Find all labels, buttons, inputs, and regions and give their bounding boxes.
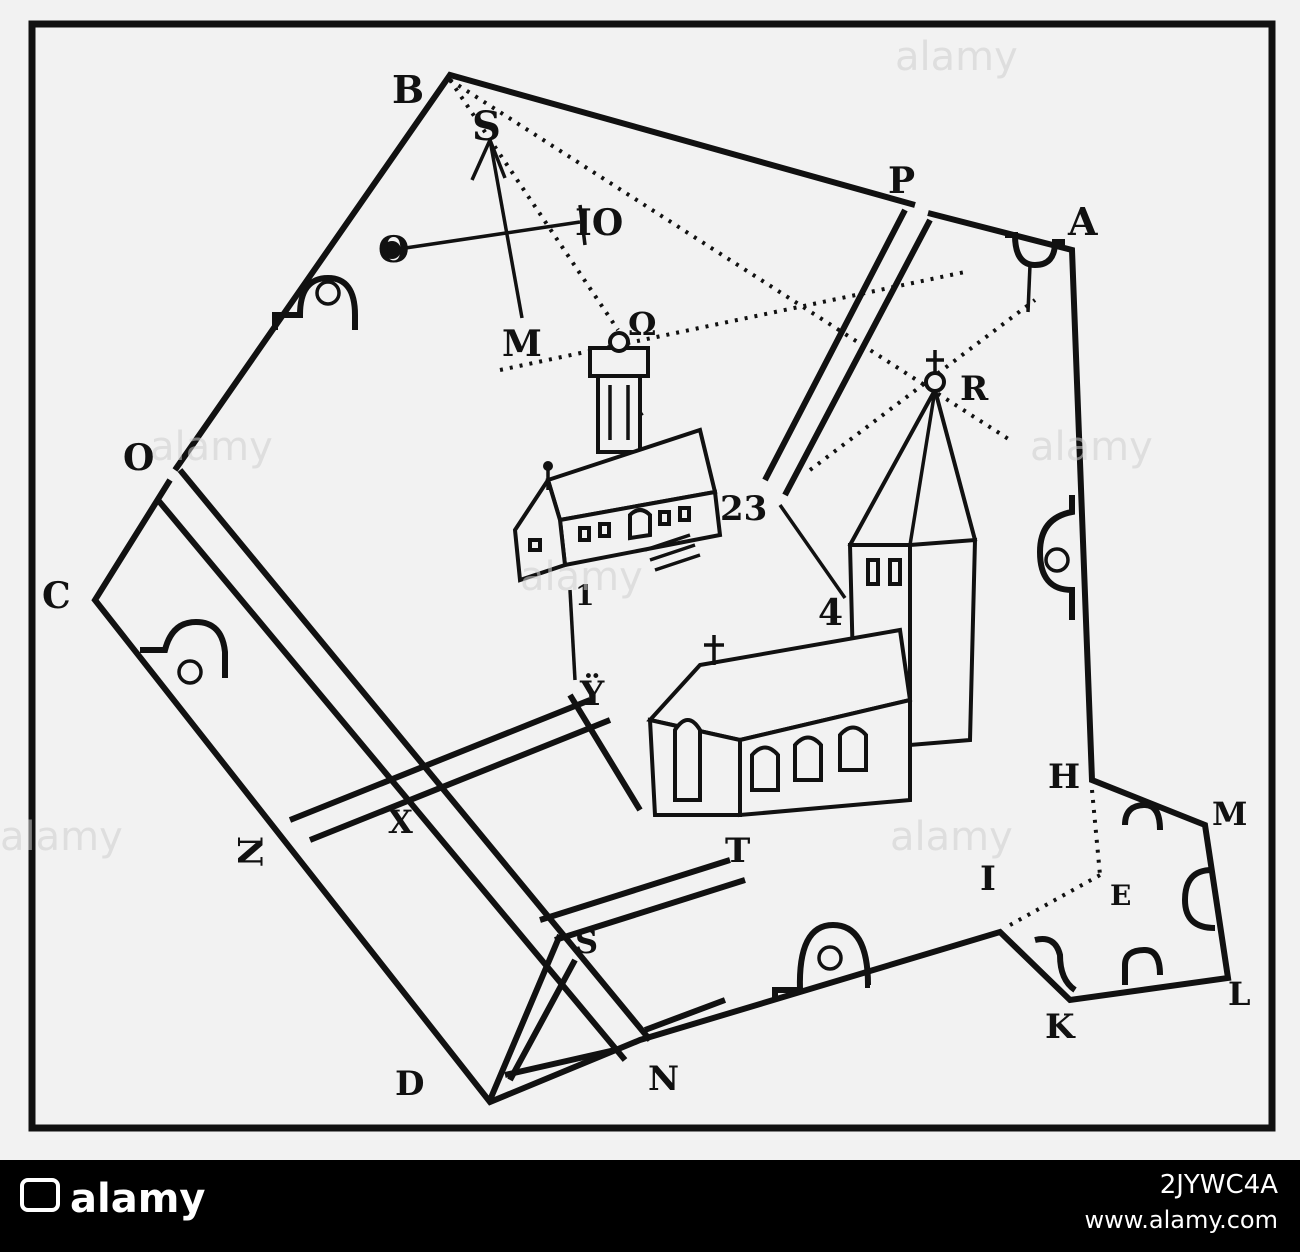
label-n-bottom: N [648, 1059, 679, 1099]
label-io: IO [575, 202, 623, 244]
fountain-icon [1034, 936, 1077, 993]
label-c: C [42, 575, 71, 617]
image-id: 2JYWC4A [1160, 1170, 1278, 1200]
fountain-icon [772, 921, 871, 1000]
label-m-top: M [502, 323, 542, 365]
compass-rose-icon [383, 139, 587, 319]
hall-building [512, 427, 723, 583]
church-icon [646, 350, 978, 818]
fountain-icon [1036, 495, 1075, 620]
label-d: D [395, 1064, 424, 1104]
label-23: 23 [720, 489, 767, 529]
fountain-icon [1181, 867, 1216, 931]
site-url: www.alamy.com [1085, 1206, 1278, 1234]
label-t: T [725, 831, 750, 871]
label-m-right: M [1212, 795, 1247, 833]
label-a: A [1067, 199, 1098, 244]
enclosure-wall [91, 71, 1232, 1106]
watermark-text: alamy [890, 814, 1013, 860]
label-p: P [888, 160, 915, 202]
label-omega: Ω [628, 305, 656, 343]
label-o-left: O [378, 229, 409, 271]
watermarks: alamy alamy alamy alamy alamy alamy [0, 34, 1153, 860]
fountain-icon [1122, 801, 1163, 831]
watermark-text: alamy [895, 34, 1018, 80]
label-i: I [980, 859, 996, 899]
watermark-text: alamy [1030, 424, 1153, 470]
streets [155, 208, 933, 1102]
watermark-text: alamy [0, 814, 123, 860]
label-y: Ÿ [579, 673, 605, 714]
label-x: X [388, 803, 413, 841]
fountain-icon [1122, 946, 1163, 985]
watermark-text: alamy [520, 554, 643, 600]
map-labels: B S P A O IO M Ω R O C 23 1 4 Ÿ H M X N … [42, 67, 1251, 1104]
outer-frame [28, 20, 1276, 1132]
label-1: 1 [575, 579, 594, 612]
alamy-logo: alamy [20, 1176, 205, 1222]
tower-icon [588, 331, 650, 454]
fountain-icon [272, 274, 358, 330]
label-s-top: S [472, 103, 501, 150]
label-e: E [1110, 879, 1131, 912]
label-b: B [392, 67, 424, 112]
label-s-bottom: S [575, 923, 598, 961]
caption-bar [0, 1160, 1300, 1252]
label-h: H [1048, 757, 1080, 797]
label-4: 4 [818, 592, 843, 634]
label-n-left: N [229, 836, 269, 867]
fountain-icon [1005, 232, 1065, 313]
fountain-icon [140, 618, 228, 685]
label-k: K [1045, 1007, 1076, 1047]
watermark-text: alamy [150, 424, 273, 470]
label-r: R [960, 369, 989, 409]
label-o-mid: O [123, 437, 154, 479]
label-l: L [1228, 975, 1251, 1013]
caption-logo-text: alamy [70, 1176, 205, 1222]
